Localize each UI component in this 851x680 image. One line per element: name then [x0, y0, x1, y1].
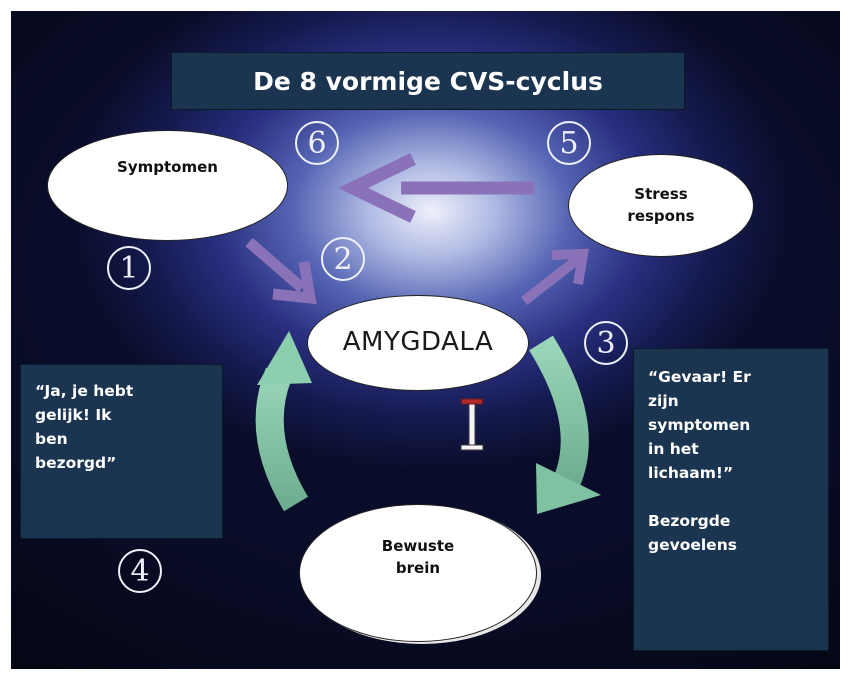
- textbox-right-spacer: [648, 485, 814, 509]
- arrow-1-down-right: [245, 237, 317, 305]
- step-number-2: 2: [321, 237, 365, 281]
- textbox-left-line: “Ja, je hebt: [35, 382, 134, 400]
- bubble-symptomen-label: Symptomen: [117, 157, 218, 176]
- textbox-left-line: gelijk! Ik: [35, 406, 112, 425]
- textbox-right-line: symptomen: [648, 416, 751, 435]
- arrow-4-curve-up: [255, 331, 312, 512]
- page-title: De 8 vormige CVS-cyclus: [171, 52, 685, 110]
- cursor-ibeam-icon: [460, 398, 484, 451]
- arrow-2-up-right: [520, 248, 589, 305]
- bubble-bewuste-line1: Bewuste: [381, 537, 455, 556]
- textbox-right-extra-line: gevoelens: [648, 536, 737, 555]
- textbox-right-line: in het: [648, 440, 699, 459]
- textbox-right: “Gevaar! Er zijn symptomen in het lichaa…: [633, 348, 829, 651]
- step-number-4: 4: [118, 549, 162, 593]
- textbox-left: “Ja, je hebt gelijk! Ik ben bezorgd”: [20, 364, 223, 539]
- bubble-stress-line2: respons: [627, 206, 695, 225]
- arrow-layer: [245, 153, 601, 514]
- textbox-left-line: bezorgd”: [35, 454, 117, 473]
- bubble-amygdala-label: AMYGDALA: [342, 327, 494, 358]
- textbox-right-line: lichaam!”: [648, 464, 734, 483]
- textbox-right-extra-line: Bezorgde: [648, 512, 731, 531]
- bubble-amygdala: AMYGDALA: [307, 295, 529, 391]
- arrow-6-left: [338, 153, 534, 223]
- bubble-stress-line1: Stress: [634, 184, 688, 203]
- step-number-1: 1: [107, 246, 151, 290]
- bubble-stress-respons: Stress respons: [568, 154, 754, 257]
- bubble-bewuste-line2: brein: [395, 559, 441, 577]
- textbox-right-line: “Gevaar! Er: [648, 368, 751, 386]
- arrow-3-curve-down: [529, 335, 601, 514]
- step-number-5: 5: [547, 121, 591, 165]
- textbox-right-line: zijn: [648, 392, 679, 411]
- slide-background: De 8 vormige CVS-cyclus Symptomen Stress…: [11, 11, 840, 669]
- bubble-symptomen: Symptomen: [47, 130, 288, 241]
- bubble-bewuste-brein: Bewuste brein: [299, 504, 537, 642]
- step-number-3: 3: [584, 321, 628, 365]
- textbox-left-line: ben: [35, 430, 68, 449]
- step-number-6: 6: [295, 121, 339, 165]
